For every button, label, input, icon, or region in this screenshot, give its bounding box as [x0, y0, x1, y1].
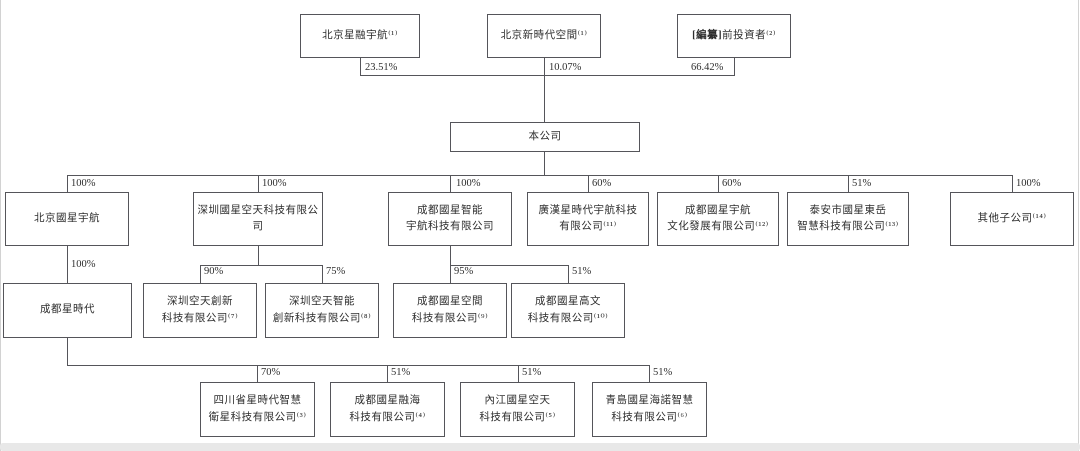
node-chengdu-guoxing-gaowen: 成都國星高文 科技有限公司⁽¹⁰⁾: [511, 283, 625, 338]
node-other-subsidiaries: 其他子公司⁽¹⁴⁾: [950, 192, 1074, 246]
connector-vline: [67, 338, 68, 365]
node-shenzhen-kongtian-innovation: 深圳空天創新 科技有限公司⁽⁷⁾: [143, 283, 257, 338]
node-chengdu-guoxing-intelligent-aerospace: 成都國星智能 宇航科技有限公司: [388, 192, 512, 246]
node-label: 成都星時代: [40, 304, 95, 316]
connector-vline: [360, 58, 361, 75]
connector-vline: [718, 175, 719, 192]
connector-hline: [200, 265, 323, 266]
connector-vline: [848, 175, 849, 192]
ownership-percent: 75%: [326, 266, 346, 277]
node-label: 深圳國星空天科技有限公司: [197, 204, 319, 232]
connector-vline: [200, 265, 201, 283]
ownership-percent: 23.51%: [365, 62, 398, 73]
node-qingdao-guoxing-hainuo: 青島國星海諾智慧 科技有限公司⁽⁶⁾: [592, 382, 707, 437]
node-taian-guoxing-dongyue: 泰安市國星東岳 智慧科技有限公司⁽¹³⁾: [787, 192, 909, 246]
ownership-percent: 60%: [592, 178, 612, 189]
node-label: 成都國星宇航 文化發展有限公司⁽¹²⁾: [667, 204, 769, 232]
node-label: [編纂]前投資者⁽²⁾: [692, 28, 776, 44]
connector-vline: [258, 175, 259, 192]
connector-vline: [67, 246, 68, 283]
ownership-percent: 51%: [653, 367, 673, 378]
node-beijing-new-era-space: 北京新時代空間⁽¹⁾: [487, 14, 601, 58]
node-sichuan-star-era-smart-satellite: 四川省星時代智慧 衛星科技有限公司⁽³⁾: [200, 382, 315, 437]
connector-hline: [450, 265, 569, 266]
ownership-percent: 51%: [522, 367, 542, 378]
node-the-company: 本公司: [450, 122, 640, 152]
node-chengdu-guoxing-space: 成都國星空間 科技有限公司⁽⁹⁾: [393, 283, 507, 338]
page-edge-left: [0, 0, 1, 451]
connector-vline: [544, 58, 545, 122]
connector-vline: [450, 246, 451, 283]
node-label: 北京星融宇航⁽¹⁾: [322, 29, 398, 41]
node-label: 本公司: [528, 130, 562, 142]
node-label: 深圳空天智能 創新科技有限公司⁽⁸⁾: [272, 296, 372, 324]
node-label: 青島國星海諾智慧 科技有限公司⁽⁶⁾: [605, 395, 694, 423]
node-label: 深圳空天創新 科技有限公司⁽⁷⁾: [161, 296, 239, 324]
node-label: 成都國星高文 科技有限公司⁽¹⁰⁾: [527, 296, 609, 324]
ownership-percent: 66.42%: [691, 62, 724, 73]
node-beijing-guoxing-aerospace: 北京國星宇航: [5, 192, 129, 246]
node-guanghan-star-era-aerospace: 廣漢星時代宇航科技 有限公司⁽¹¹⁾: [527, 192, 649, 246]
node-beijing-xingrong-aerospace: 北京星融宇航⁽¹⁾: [300, 14, 420, 58]
connector-vline: [387, 365, 388, 382]
ownership-percent: 51%: [391, 367, 411, 378]
ownership-percent: 100%: [262, 178, 287, 189]
connector-vline: [67, 175, 68, 192]
node-redacted-pre-investors: [編纂]前投資者⁽²⁾: [677, 14, 791, 58]
connector-vline: [258, 246, 259, 265]
page-bottom-strip: [0, 443, 1080, 451]
connector-hline: [360, 75, 735, 76]
node-chengdu-guoxing-ronghai: 成都國星融海 科技有限公司⁽⁴⁾: [330, 382, 445, 437]
page-edge-right: [1078, 0, 1079, 451]
node-label-rest: 前投資者⁽²⁾: [722, 29, 776, 41]
node-label: 其他子公司⁽¹⁴⁾: [977, 212, 1047, 224]
node-shenzhen-guoxing-kongtian: 深圳國星空天科技有限公司: [193, 192, 323, 246]
connector-hline: [67, 365, 650, 366]
node-label: 泰安市國星東岳 智慧科技有限公司⁽¹³⁾: [797, 204, 899, 232]
connector-vline: [450, 175, 451, 192]
connector-vline: [1012, 175, 1013, 192]
ownership-percent: 70%: [261, 367, 281, 378]
connector-hline: [67, 175, 1013, 176]
node-label: 內江國星空天 科技有限公司⁽⁵⁾: [479, 395, 556, 423]
connector-vline: [734, 58, 735, 75]
node-label: 北京新時代空間⁽¹⁾: [500, 29, 588, 41]
node-shenzhen-kongtian-intelligent: 深圳空天智能 創新科技有限公司⁽⁸⁾: [265, 283, 379, 338]
connector-vline: [257, 365, 258, 382]
ownership-percent: 60%: [722, 178, 742, 189]
connector-vline: [649, 365, 650, 382]
node-chengdu-guoxing-culture: 成都國星宇航 文化發展有限公司⁽¹²⁾: [657, 192, 779, 246]
node-label: 成都國星智能 宇航科技有限公司: [406, 204, 494, 232]
ownership-percent: 100%: [71, 259, 96, 270]
ownership-percent: 100%: [1016, 178, 1041, 189]
node-chengdu-star-era: 成都星時代: [3, 283, 132, 338]
ownership-percent: 10.07%: [549, 62, 582, 73]
redacted-marker: [編纂]: [692, 29, 723, 41]
ownership-percent: 90%: [204, 266, 224, 277]
connector-vline: [544, 152, 545, 175]
ownership-percent: 51%: [572, 266, 592, 277]
ownership-percent: 51%: [852, 178, 872, 189]
node-label: 北京國星宇航: [34, 212, 100, 224]
connector-vline: [518, 365, 519, 382]
ownership-percent: 95%: [454, 266, 474, 277]
node-neijiang-guoxing-kongtian: 內江國星空天 科技有限公司⁽⁵⁾: [460, 382, 575, 437]
connector-vline: [588, 175, 589, 192]
node-label: 成都國星融海 科技有限公司⁽⁴⁾: [349, 395, 426, 423]
connector-vline: [568, 265, 569, 283]
connector-vline: [322, 265, 323, 283]
node-label: 成都國星空間 科技有限公司⁽⁹⁾: [411, 296, 489, 324]
ownership-percent: 100%: [71, 178, 96, 189]
node-label: 四川省星時代智慧 衛星科技有限公司⁽³⁾: [208, 395, 307, 423]
node-label: 廣漢星時代宇航科技 有限公司⁽¹¹⁾: [538, 204, 638, 232]
ownership-percent: 100%: [456, 178, 481, 189]
